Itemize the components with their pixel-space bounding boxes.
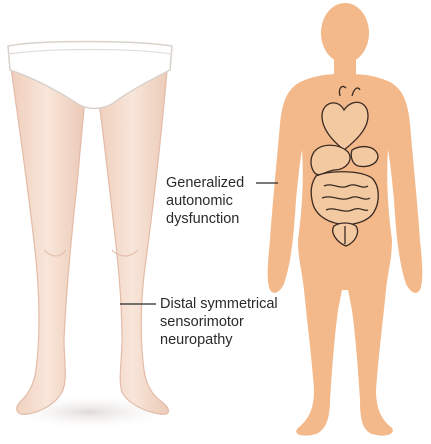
neck [334,58,356,76]
legs-figure [5,42,175,431]
head [321,3,369,63]
label-generalized-autonomic-dysfunction: Generalized autonomic dysfunction [166,174,266,228]
label-distal-symmetrical-sensorimotor-neuropathy: Distal symmetrical sensorimotor neuropat… [160,295,320,349]
left-leg [10,60,84,414]
liver-icon [351,147,378,167]
right-leg [96,60,169,414]
